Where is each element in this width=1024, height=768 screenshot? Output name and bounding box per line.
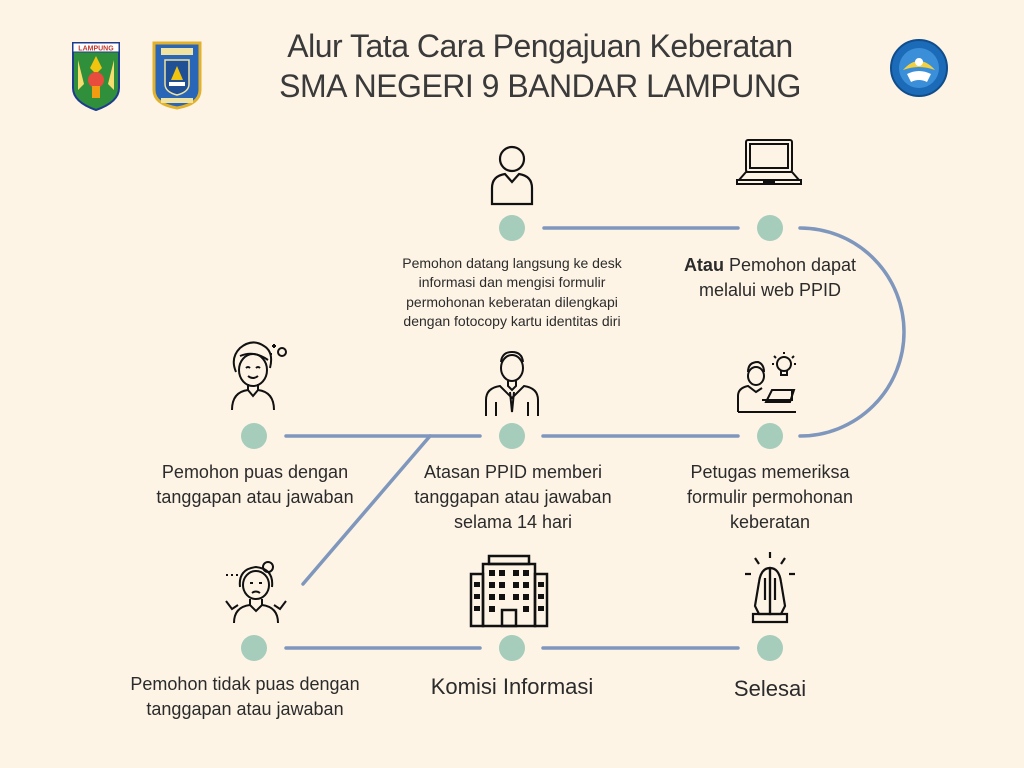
tut-wuri-handayani-logo (890, 39, 948, 97)
step-selesai-text: Selesai (733, 676, 807, 701)
lampung-province-logo: LAMPUNG (72, 42, 120, 112)
step-atasan-text: Atasan PPID memberi tanggapan atau jawab… (414, 462, 612, 532)
node-atasan (499, 423, 525, 449)
praying-hands-icon (745, 552, 795, 624)
step-web-label: Pemohon dapat melalui web PPID (698, 255, 857, 300)
node-komisi (499, 635, 525, 661)
step-komisi-text: Komisi Informasi (430, 674, 594, 699)
person-icon (490, 145, 534, 206)
step-datang-text: Pemohon datang langsung ke desk informas… (402, 255, 622, 329)
businessman-icon (485, 350, 539, 416)
step-web-text: Atau Pemohon dapat melalui web PPID (668, 253, 872, 303)
page-title: Alur Tata Cara Pengajuan Keberatan (287, 28, 793, 64)
svg-text:LAMPUNG: LAMPUNG (78, 46, 114, 53)
node-selesai (757, 635, 783, 661)
confused-woman-icon (225, 561, 287, 624)
node-puas (241, 423, 267, 449)
step-web-bold: Atau (683, 255, 724, 275)
connector-web-petugas (798, 226, 906, 438)
node-datang (499, 215, 525, 241)
step-puas-text: Pemohon puas dengan tanggapan atau jawab… (156, 462, 354, 507)
happy-woman-icon (231, 341, 287, 411)
step-petugas-text: Petugas memeriksa formulir permohonan ke… (686, 462, 854, 532)
node-petugas (757, 423, 783, 449)
node-web (757, 215, 783, 241)
step-tidak-puas-text: Pemohon tidak puas dengan tanggapan atau… (130, 674, 360, 719)
building-icon (469, 554, 549, 628)
node-tidak-puas (241, 635, 267, 661)
school-logo (152, 41, 202, 110)
page-subtitle: SMA NEGERI 9 BANDAR LAMPUNG (279, 68, 801, 104)
laptop-icon (736, 139, 802, 185)
officer-idea-icon (737, 352, 796, 413)
connector-diagonal (301, 434, 432, 586)
